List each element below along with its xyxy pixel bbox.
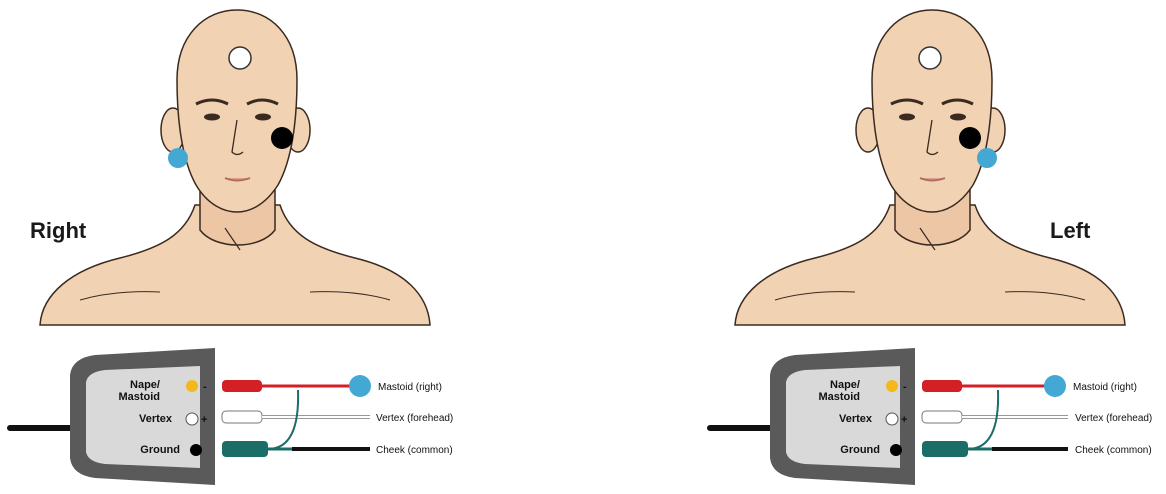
leads bbox=[922, 375, 1068, 457]
eye-right bbox=[255, 114, 271, 121]
eye-left bbox=[899, 114, 915, 121]
preamp-box: Nape/ Mastoid - Vertex + Ground bbox=[770, 348, 915, 485]
lead-label-mastoid: Mastoid (right) bbox=[378, 382, 442, 393]
red-plug bbox=[922, 380, 962, 392]
green-plug bbox=[922, 441, 968, 457]
vertex-box-label: Vertex bbox=[839, 413, 873, 425]
mouth bbox=[225, 178, 250, 181]
face bbox=[177, 10, 297, 212]
face bbox=[872, 10, 992, 212]
white-plug bbox=[222, 411, 262, 423]
nape-mastoid-label-1: Nape/ bbox=[830, 379, 860, 391]
green-jumper bbox=[968, 390, 998, 449]
red-plug bbox=[222, 380, 262, 392]
nape-polarity: - bbox=[903, 381, 907, 393]
vertex-electrode-dot bbox=[229, 47, 251, 69]
lead-label-vertex: Vertex (forehead) bbox=[1075, 413, 1152, 424]
nape-port-icon bbox=[186, 380, 198, 392]
ground-port-icon bbox=[890, 444, 902, 456]
vertex-port-icon bbox=[886, 413, 898, 425]
mastoid-lead-electrode bbox=[1044, 375, 1066, 397]
ground-box-label: Ground bbox=[140, 444, 180, 456]
figure-right-montage: Nape/ Mastoid - Vertex + Ground Mastoid … bbox=[0, 0, 583, 489]
mastoid-electrode-dot bbox=[977, 148, 997, 168]
nape-mastoid-label-2: Mastoid bbox=[818, 391, 860, 403]
vertex-port-icon bbox=[186, 413, 198, 425]
lead-label-vertex: Vertex (forehead) bbox=[376, 413, 453, 424]
mastoid-lead-electrode bbox=[349, 375, 371, 397]
nape-mastoid-label-2: Mastoid bbox=[118, 391, 160, 403]
montage-illustration-right: Nape/ Mastoid - Vertex + Ground Mastoid … bbox=[0, 0, 583, 489]
ground-box-label: Ground bbox=[840, 444, 880, 456]
green-plug bbox=[222, 441, 268, 457]
leads bbox=[222, 375, 371, 457]
preamp-box: Nape/ Mastoid - Vertex + Ground bbox=[70, 348, 215, 485]
green-jumper bbox=[268, 390, 298, 449]
figure-left-montage: Nape/ Mastoid - Vertex + Ground Mastoid … bbox=[583, 0, 1166, 489]
lead-label-cheek: Cheek (common) bbox=[1075, 445, 1152, 456]
ground-port-icon bbox=[190, 444, 202, 456]
eye-left bbox=[204, 114, 220, 121]
vertex-polarity: + bbox=[901, 414, 907, 426]
lead-label-cheek: Cheek (common) bbox=[376, 445, 453, 456]
vertex-box-label: Vertex bbox=[139, 413, 173, 425]
lead-label-mastoid: Mastoid (right) bbox=[1073, 382, 1137, 393]
ground-electrode-dot bbox=[959, 127, 981, 149]
montage-illustration-left: Nape/ Mastoid - Vertex + Ground Mastoid … bbox=[583, 0, 1166, 489]
white-plug bbox=[922, 411, 962, 423]
vertex-polarity: + bbox=[201, 414, 207, 426]
nape-polarity: - bbox=[203, 381, 207, 393]
ground-electrode-dot bbox=[271, 127, 293, 149]
eye-right bbox=[950, 114, 966, 121]
nape-mastoid-label-1: Nape/ bbox=[130, 379, 160, 391]
nape-port-icon bbox=[886, 380, 898, 392]
vertex-electrode-dot bbox=[919, 47, 941, 69]
mastoid-electrode-dot bbox=[168, 148, 188, 168]
mouth bbox=[920, 178, 945, 181]
